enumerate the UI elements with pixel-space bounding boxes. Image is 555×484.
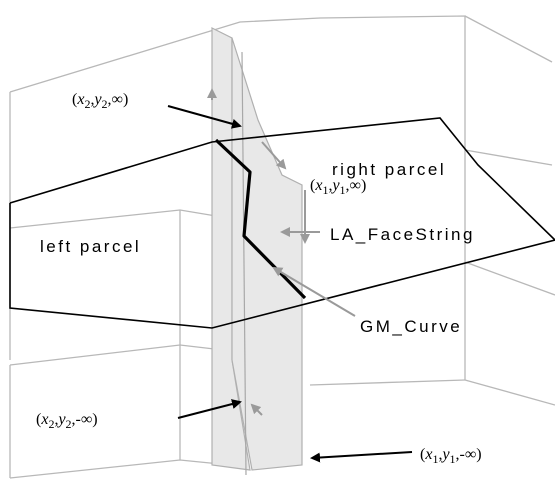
leader-arrows [167, 105, 413, 463]
right-parcel-label: right parcel [332, 160, 446, 179]
face-string-label: LA_FaceString [330, 225, 475, 244]
coord-bottom-left: (x2,y2,-∞) [36, 411, 98, 431]
parcel-boundary [9, 117, 555, 329]
gm-curve-label: GM_Curve [360, 317, 462, 336]
face-string-surface [211, 27, 303, 476]
upper-volume-edges [9, 15, 555, 360]
coord-top-right: (x1,y1,∞) [310, 177, 366, 197]
coord-bottom-right: (x1,y1,-∞) [420, 446, 482, 466]
coord-top-left: (x2,y2,∞) [72, 91, 128, 111]
left-parcel-label: left parcel [40, 237, 141, 256]
surface-direction-arrows [207, 88, 310, 416]
